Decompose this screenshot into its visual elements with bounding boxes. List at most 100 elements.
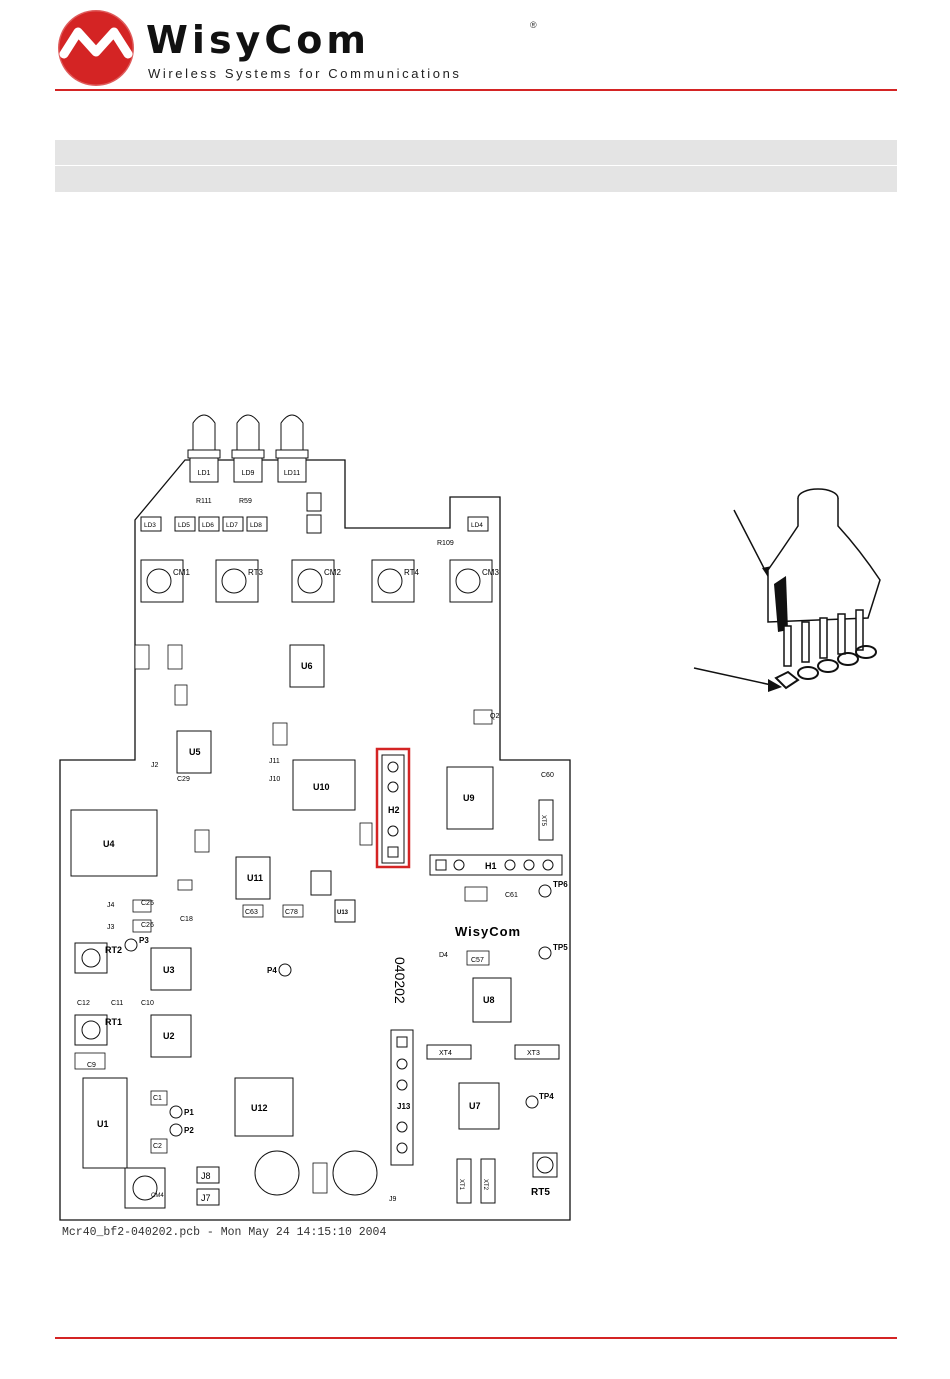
q2-label: Q2 [490, 713, 499, 720]
cm3-label: CM3 [482, 568, 499, 577]
footer-rule [55, 1337, 897, 1339]
ld9-label: LD9 [242, 470, 255, 477]
arrow-line-bottom [693, 667, 777, 687]
j13-label: J13 [397, 1102, 411, 1111]
lower-trimmers [74, 942, 558, 1209]
c1-label: C1 [153, 1095, 162, 1102]
tp4-label: TP4 [539, 1092, 554, 1101]
j3-label: J3 [107, 924, 115, 931]
u2-label: U2 [163, 1031, 175, 1041]
ld11-label: LD11 [284, 470, 300, 477]
board-code: 040202 [392, 957, 408, 1004]
d4-label: D4 [439, 952, 448, 959]
cm2-label: CM2 [324, 568, 341, 577]
u6-label: U6 [301, 661, 313, 671]
u12-label: U12 [251, 1103, 268, 1113]
c11-label: C11 [111, 1000, 123, 1007]
pcb-caption: Mcr40_bf2-040202.pcb - Mon May 24 14:15:… [62, 1226, 387, 1239]
title-band-top [55, 140, 897, 165]
c10-label: C10 [141, 1000, 154, 1007]
wisycom-logo: WisyCom ® Wireless Systems for Communica… [56, 8, 537, 90]
pcb-board-svg: LD1 LD9 LD11 R111 R59 R109 LD3 LD5 LD6 L… [59, 414, 571, 1221]
tp6-label: TP6 [553, 880, 568, 889]
ld8-label: LD8 [250, 522, 262, 529]
ld1-label: LD1 [198, 470, 211, 477]
probe-illustration [693, 488, 881, 692]
trimmer-row: CM1 RT3 CM2 RT4 CM3 [140, 559, 499, 603]
c9-label: C9 [87, 1062, 96, 1069]
p4-label: P4 [267, 966, 277, 975]
led-ld1: LD1 [187, 414, 221, 483]
probe-body [767, 498, 881, 623]
u4-label: U4 [103, 839, 115, 849]
u9-label: U9 [463, 793, 475, 803]
u5-label: U5 [189, 747, 201, 757]
c61-label: C61 [505, 892, 518, 899]
j4-label: J4 [107, 902, 115, 909]
c57-label: C57 [471, 957, 484, 964]
h2-label: H2 [388, 805, 400, 815]
ld4-label: LD4 [471, 522, 483, 529]
tp5-label: TP5 [553, 943, 568, 952]
c18-label: C18 [180, 916, 193, 923]
c29-label: C29 [177, 776, 190, 783]
j7-label: J7 [201, 1193, 211, 1203]
xt5-label: XT5 [540, 815, 546, 827]
j11-label: J11 [269, 758, 280, 765]
rt5-label: RT5 [531, 1187, 550, 1198]
u13-label: U13 [337, 910, 349, 916]
header-rule [55, 89, 897, 91]
arrow-head-bottom-icon [768, 679, 782, 692]
rt2-label: RT2 [105, 945, 122, 955]
cm1-label: CM1 [173, 568, 190, 577]
xt1-label: XT1 [458, 1179, 464, 1191]
connector-h1: H1 [429, 854, 563, 876]
r59-label: R59 [239, 498, 252, 505]
r39-label: J9 [389, 1196, 397, 1203]
c26-label: C26 [141, 922, 154, 929]
brand-tagline: Wireless Systems for Communications [148, 66, 462, 81]
c60-label: C60 [541, 772, 554, 779]
u3-label: U3 [163, 965, 175, 975]
u7-label: U7 [469, 1101, 481, 1111]
c25-label: C25 [141, 900, 154, 907]
brand-name: WisyCom [146, 18, 370, 62]
electrolytic-cap-1 [254, 1150, 300, 1196]
ld6-label: LD6 [202, 522, 214, 529]
r111-label: R111 [196, 498, 212, 505]
registered-mark: ® [530, 20, 537, 30]
u1-label: U1 [97, 1119, 109, 1129]
j8-label: J8 [201, 1171, 211, 1181]
smd-led-row: LD3 LD5 LD6 LD7 LD8 LD4 [140, 492, 489, 534]
probe-key-marker [774, 576, 788, 632]
u11-label: U11 [247, 873, 263, 883]
wisycom-emblem-icon [56, 8, 136, 88]
rt3-label: RT3 [248, 568, 264, 577]
title-band-bottom [55, 166, 897, 192]
r109-label: R109 [437, 540, 454, 547]
c63-label: C63 [245, 909, 258, 916]
electrolytic-cap-2 [332, 1150, 378, 1196]
connector-j13: J13 [390, 1029, 414, 1166]
j2-label: J2 [151, 762, 159, 769]
c78-label: C78 [285, 909, 298, 916]
rt1-label: RT1 [105, 1017, 122, 1027]
c12-label: C12 [77, 1000, 90, 1007]
u8-label: U8 [483, 995, 495, 1005]
xt4-label: XT4 [439, 1050, 452, 1057]
led-ld11: LD11 [275, 414, 309, 483]
u10-label: U10 [313, 782, 330, 792]
arrow-line-top [733, 509, 769, 577]
xt2-label: XT2 [482, 1179, 488, 1191]
cm4-label: CM4 [151, 1193, 164, 1199]
p3-label: P3 [139, 936, 149, 945]
p2-label: P2 [184, 1126, 194, 1135]
pcb-layout-drawing: LD1 LD9 LD11 R111 R59 R109 LD3 LD5 LD6 L… [55, 405, 575, 1235]
ld5-label: LD5 [178, 522, 190, 529]
led-ld9: LD9 [231, 414, 265, 483]
rt4-label: RT4 [404, 568, 420, 577]
connector-h2-highlight: H2 [375, 747, 411, 869]
ic-labels: U6 U5 U10 U9 U4 U11 U3 U2 U1 U12 U8 U7 U… [97, 661, 495, 1129]
board-logo: WisyCom [455, 924, 521, 939]
p1-label: P1 [184, 1108, 194, 1117]
